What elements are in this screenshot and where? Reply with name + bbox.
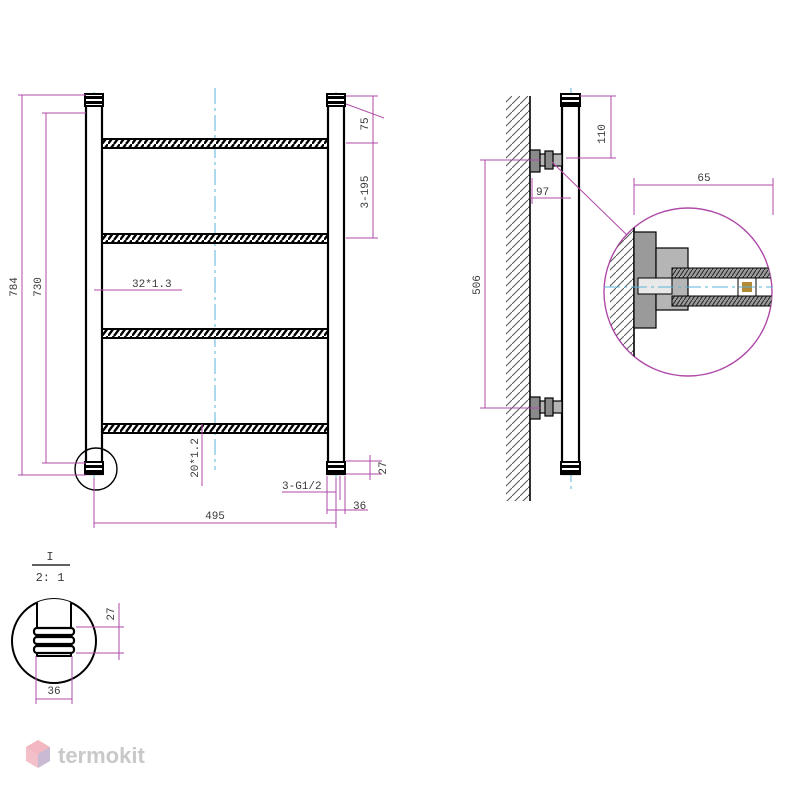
detail-i-scale: 2: 1: [36, 571, 65, 585]
dim-730: 730: [33, 277, 45, 297]
rung-1: [101, 138, 329, 149]
front-view: 784 730 32*1.3 20*1.2 495 75 3-195 27 36…: [9, 88, 390, 528]
detail-i-label: I: [46, 550, 53, 564]
side-dimensions: [480, 95, 631, 409]
watermark-text: termokit: [58, 743, 145, 768]
right-vertical-tube: [326, 93, 346, 476]
rung-3: [101, 328, 329, 339]
dim-65: 65: [697, 173, 710, 185]
dim-3-195: 3-195: [360, 175, 372, 208]
wall: [506, 96, 531, 501]
left-vertical-tube: [84, 93, 104, 476]
dim-784: 784: [9, 277, 21, 297]
side-tube: [560, 93, 581, 476]
dim-32x1-3: 32*1.3: [132, 279, 172, 291]
rungs: [101, 138, 329, 434]
bracket-detail: 65: [603, 173, 774, 377]
rung-2: [101, 233, 329, 244]
side-view: 110 506 97: [472, 88, 631, 501]
detail-i-dim-27: 27: [106, 607, 118, 620]
rung-4: [101, 423, 329, 434]
detail-i-dim-36: 36: [47, 686, 60, 698]
dim-495: 495: [205, 511, 225, 523]
dim-27: 27: [378, 461, 390, 474]
dim-3-g1-2: 3-G1/2: [282, 481, 322, 493]
dim-20x1-2: 20*1.2: [190, 438, 202, 478]
dim-75: 75: [360, 117, 372, 130]
dim-97: 97: [536, 187, 549, 199]
front-dimensions: [18, 94, 385, 528]
dim-110: 110: [597, 124, 609, 144]
detail-i: I 2: 1 27 36: [11, 550, 124, 704]
watermark: termokit: [26, 740, 145, 768]
dim-506: 506: [472, 275, 484, 295]
detail-i-marker: [74, 447, 118, 491]
dim-36: 36: [353, 501, 366, 513]
hexagon-logo-icon: [26, 740, 50, 768]
front-dimension-labels: 784 730 32*1.3 20*1.2 495 75 3-195 27 36…: [9, 117, 390, 523]
side-dimension-labels: 110 506 97: [472, 124, 609, 295]
top-bracket: [529, 149, 563, 173]
